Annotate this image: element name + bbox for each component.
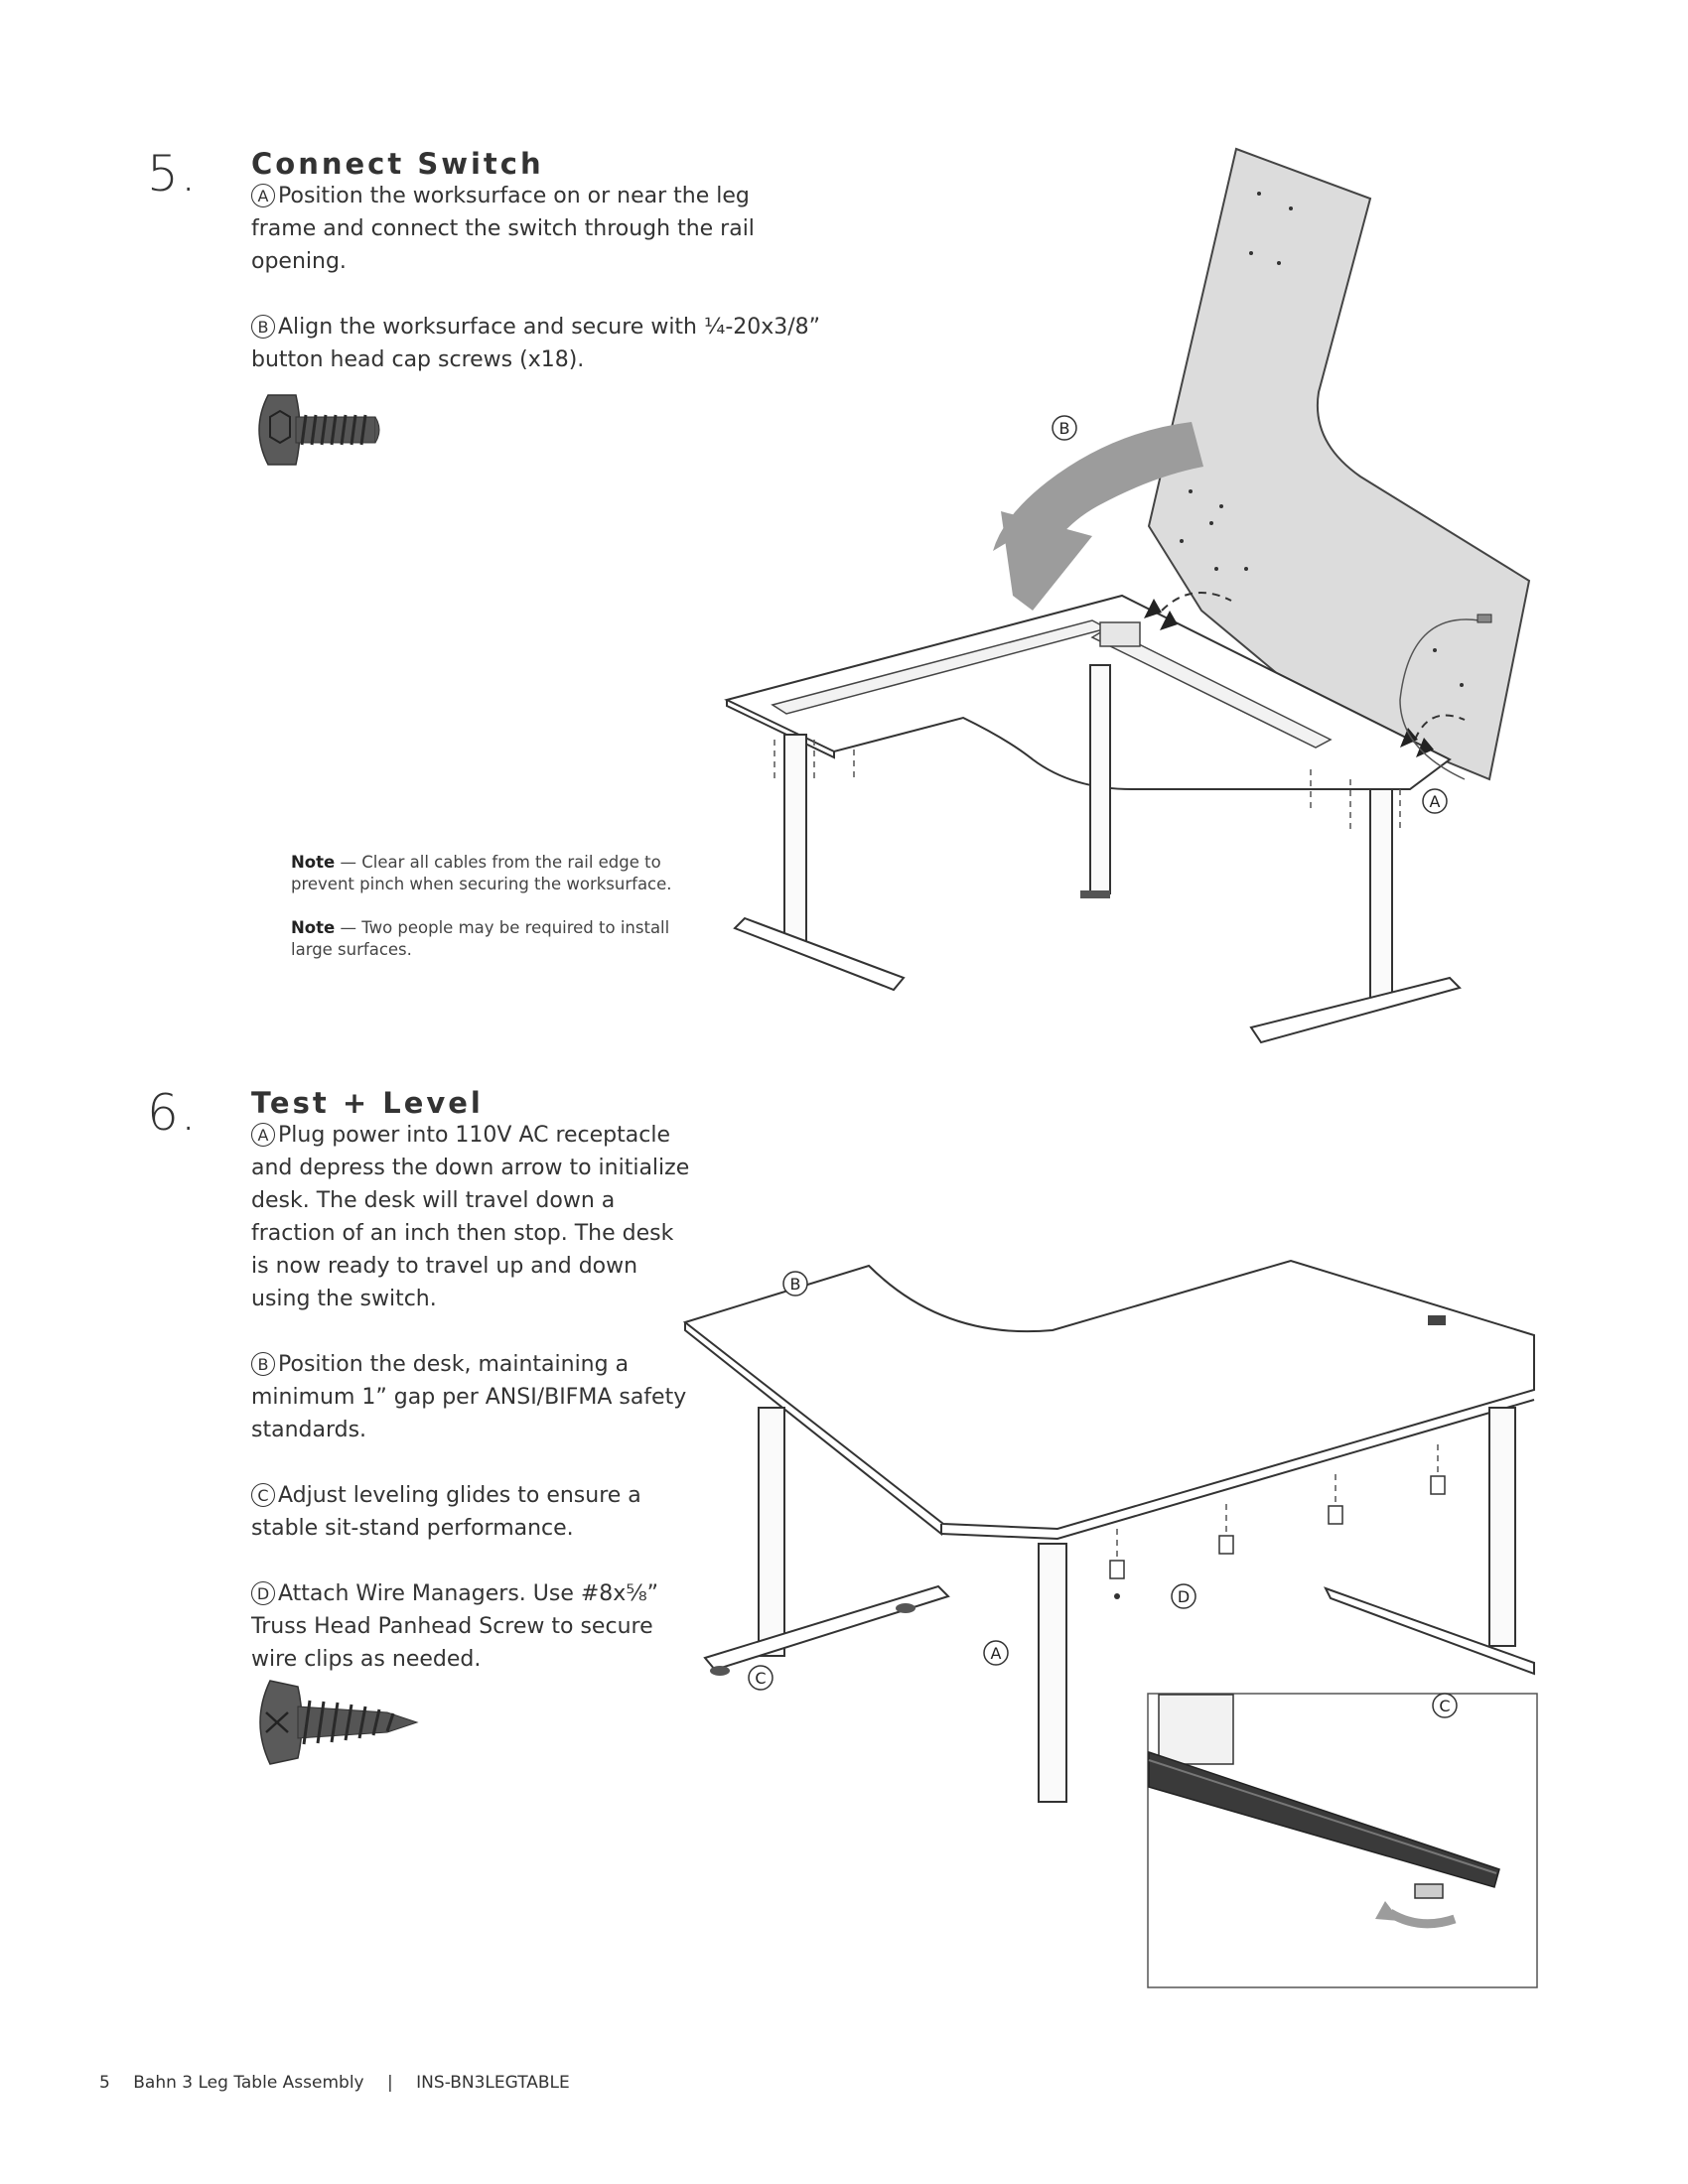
step-6-para-b-text: Position the desk, maintaining a minimum…	[251, 1352, 687, 1442]
note-text: — Clear all cables from the rail edge to…	[291, 853, 672, 893]
truss-head-screw-icon	[259, 1680, 419, 1765]
footer-separator: |	[387, 2073, 393, 2093]
step-5-para-a-text: Position the worksurface on or near the …	[251, 184, 755, 274]
doc-title: Bahn 3 Leg Table Assembly	[133, 2073, 364, 2093]
step-5-desk-illustration: B A	[724, 147, 1531, 1044]
page-number: 5	[99, 2073, 110, 2093]
letter-a-marker: A	[251, 1123, 275, 1147]
inset-callout-c: C	[1439, 1697, 1450, 1715]
callout-d: D	[1178, 1587, 1190, 1606]
page-footer: 5 Bahn 3 Leg Table Assembly | INS-BN3LEG…	[99, 2073, 570, 2093]
note-text: — Two people may be required to install …	[291, 918, 670, 959]
step-5-notes: Note — Clear all cables from the rail ed…	[291, 852, 708, 961]
step-6-number: 6.	[147, 1084, 199, 1142]
note-label: Note	[291, 918, 336, 937]
callout-b: B	[1059, 419, 1070, 438]
button-head-screw-icon	[258, 394, 380, 466]
step-6-desk-illustration: B D A C	[682, 1259, 1535, 1803]
letter-b-marker: B	[251, 1352, 275, 1376]
step-6-title: Test + Level	[251, 1086, 484, 1120]
note-two-people: Note — Two people may be required to ins…	[291, 917, 708, 961]
callout-b: B	[790, 1275, 801, 1294]
step-5-number: 5.	[147, 145, 199, 203]
doc-code: INS-BN3LEGTABLE	[416, 2073, 570, 2093]
step-5-para-b-text: Align the worksurface and secure with ¼-…	[251, 315, 821, 372]
callout-a: A	[1430, 792, 1441, 811]
callout-a: A	[991, 1644, 1002, 1663]
note-label: Note	[291, 853, 336, 872]
letter-d-marker: D	[251, 1581, 275, 1605]
callout-c: C	[755, 1669, 766, 1688]
leveling-glide-inset: C	[1147, 1693, 1538, 1988]
step-6-para-d-text: Attach Wire Managers. Use #8x⅝” Truss He…	[251, 1581, 659, 1672]
letter-c-marker: C	[251, 1483, 275, 1507]
step-5-title: Connect Switch	[251, 147, 544, 181]
step-6-para-a-text: Plug power into 110V AC receptacle and d…	[251, 1123, 690, 1311]
letter-b-marker: B	[251, 315, 275, 339]
step-6-para-c-text: Adjust leveling glides to ensure a stabl…	[251, 1483, 641, 1541]
note-cables: Note — Clear all cables from the rail ed…	[291, 852, 708, 895]
letter-a-marker: A	[251, 184, 275, 207]
